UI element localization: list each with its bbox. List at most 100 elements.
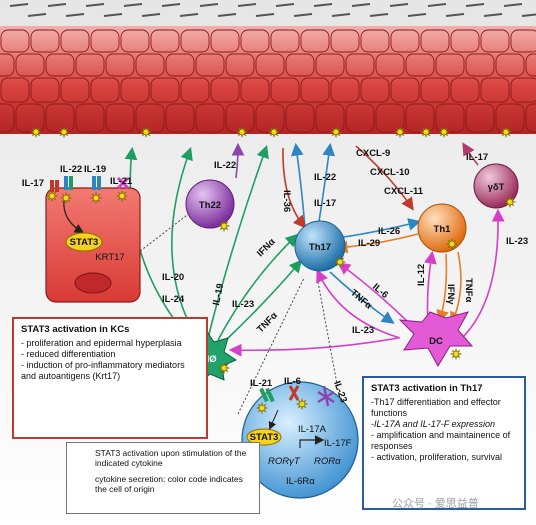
corneum-flake — [521, 13, 536, 17]
keratinocyte-outline — [0, 103, 15, 133]
kc-receptor-il19 — [92, 176, 101, 190]
arrow-cxcl-to-th1 — [355, 145, 414, 211]
keratinocyte-outline — [495, 53, 525, 77]
keratinocyte-outline — [90, 77, 120, 103]
th17-receptor-il21 — [259, 387, 275, 403]
label-il23-dc: IL-23 — [352, 325, 374, 336]
corneum-flake — [161, 3, 181, 7]
label-il17a: IL-17A — [298, 424, 327, 435]
label-il19: IL-19 — [211, 283, 226, 307]
keratinocyte-outline — [375, 103, 405, 133]
keratinocyte-outline — [525, 103, 536, 133]
corneum-flake — [503, 3, 523, 7]
legend-box: STAT3 activation upon stimulation of the… — [66, 442, 260, 514]
keratinocyte-outline — [210, 29, 240, 53]
stat3-star-icon — [445, 237, 459, 251]
th17-detail-cell — [241, 381, 359, 499]
label-il17-gdt: IL-17 — [466, 152, 488, 163]
keratinocyte-outline — [330, 29, 360, 53]
corneum-flake — [465, 3, 485, 7]
label-th17-stat3: STAT3 — [250, 432, 279, 443]
keratinocyte-outline — [285, 53, 315, 77]
label-kc-il17: IL-17 — [22, 178, 44, 189]
keratinocyte-outline — [450, 29, 480, 53]
label-th22: Th22 — [199, 200, 221, 211]
corneum-flake — [275, 3, 295, 7]
label-il17f: IL-17F — [324, 438, 352, 449]
label-th17cell-il6: IL-6 — [284, 376, 301, 387]
keratinocyte-outline — [0, 53, 15, 77]
dotted-th17-to-th17cell — [317, 281, 341, 401]
keratinocyte-outline — [120, 77, 150, 103]
th17-box-item: - activation, proliferation, survival — [371, 452, 503, 462]
keratinocyte-outline — [390, 29, 420, 53]
keratinocyte-outline — [165, 53, 195, 77]
label-il20: IL-20 — [162, 272, 184, 283]
label-kc-stat3: STAT3 — [70, 237, 99, 248]
label-il17-th17: IL-17 — [314, 198, 336, 209]
keratinocyte-outline — [300, 77, 330, 103]
th1-cell — [417, 203, 467, 253]
kc-box-item: - proliferation and epidermal hyperplasi… — [21, 338, 182, 348]
corneum-flake — [313, 3, 333, 7]
label-il23-mo: IL-23 — [232, 299, 254, 310]
th17-box-item: - amplification and maintainence of resp… — [371, 430, 511, 451]
keratinocyte-outline — [0, 29, 30, 53]
legend-star-text: STAT3 activation upon stimulation of the… — [95, 448, 247, 468]
label-cxcl11: CXCL-11 — [384, 186, 424, 197]
keratinocyte-outline — [240, 77, 270, 103]
label-tnfa-th1: TNFα — [463, 278, 474, 302]
arrow-il36-to-th17 — [282, 147, 307, 229]
th22-cell — [185, 179, 235, 229]
th17-box-title: STAT3 activation in Th17 — [371, 383, 483, 394]
th17-box-list: -Th17 differentiation and effector funct… — [371, 397, 517, 463]
arrow-il22-from-th22 — [231, 142, 245, 179]
arrow-il17-from-gdt — [462, 142, 479, 166]
keratinocyte-outline — [420, 29, 450, 53]
stat3-star-icon — [503, 195, 517, 209]
keratinocyte-outline — [345, 103, 375, 133]
corneum-flake — [199, 3, 219, 7]
keratinocyte-outline — [510, 29, 536, 53]
corneum-flake — [123, 3, 143, 7]
label-krt17: KRT17 — [95, 252, 124, 263]
keratinocyte-outline — [345, 53, 375, 77]
stat3-star-icon — [57, 125, 71, 139]
keratinocyte-outline — [195, 103, 225, 133]
label-cxcl10: CXCL-10 — [370, 167, 410, 178]
keratinocyte-outline — [315, 53, 345, 77]
corneum-flake — [293, 13, 313, 17]
keratinocyte-outline — [165, 103, 195, 133]
keratinocyte-outline — [480, 77, 510, 103]
stat3-star-icon — [235, 125, 249, 139]
label-il36: IL-36 — [281, 190, 292, 212]
corneum-flake — [65, 13, 85, 17]
label-kc-il19: IL-19 — [84, 164, 106, 175]
stratum-corneum — [9, 3, 536, 17]
legend-arrow-text: cytokine secretion: color code indicates… — [95, 474, 243, 494]
kc-receptor-il22 — [64, 176, 73, 190]
keratinocyte-outline — [225, 53, 255, 77]
keratinocyte-outline — [60, 77, 90, 103]
label-ifng: IFNγ — [445, 284, 456, 305]
th17-cell — [294, 220, 346, 272]
kc-box-title: STAT3 activation in KCs — [21, 324, 130, 335]
keratinocyte-outline — [435, 53, 465, 77]
keratinocyte-outline — [270, 29, 300, 53]
stat3-star-icon — [89, 191, 103, 205]
keratinocyte-outline — [150, 77, 180, 103]
keratinocyte-outline — [405, 53, 435, 77]
arrow-il23-from-mo — [225, 259, 303, 341]
keratinocyte-outline — [285, 103, 315, 133]
keratinocyte-outline — [450, 77, 480, 103]
keratinocyte-outline — [300, 29, 330, 53]
stat3-star-icon — [217, 219, 231, 233]
stat3-star-icon — [329, 125, 343, 139]
stat3-star-icon — [29, 125, 43, 139]
label-il22-th22: IL-22 — [214, 160, 236, 171]
corneum-flake — [427, 3, 447, 7]
th17-receptor-il6 — [288, 385, 300, 401]
kc-signal-arrow — [63, 199, 85, 234]
keratinocyte-outline — [105, 53, 135, 77]
label-dc: DC — [429, 336, 443, 347]
